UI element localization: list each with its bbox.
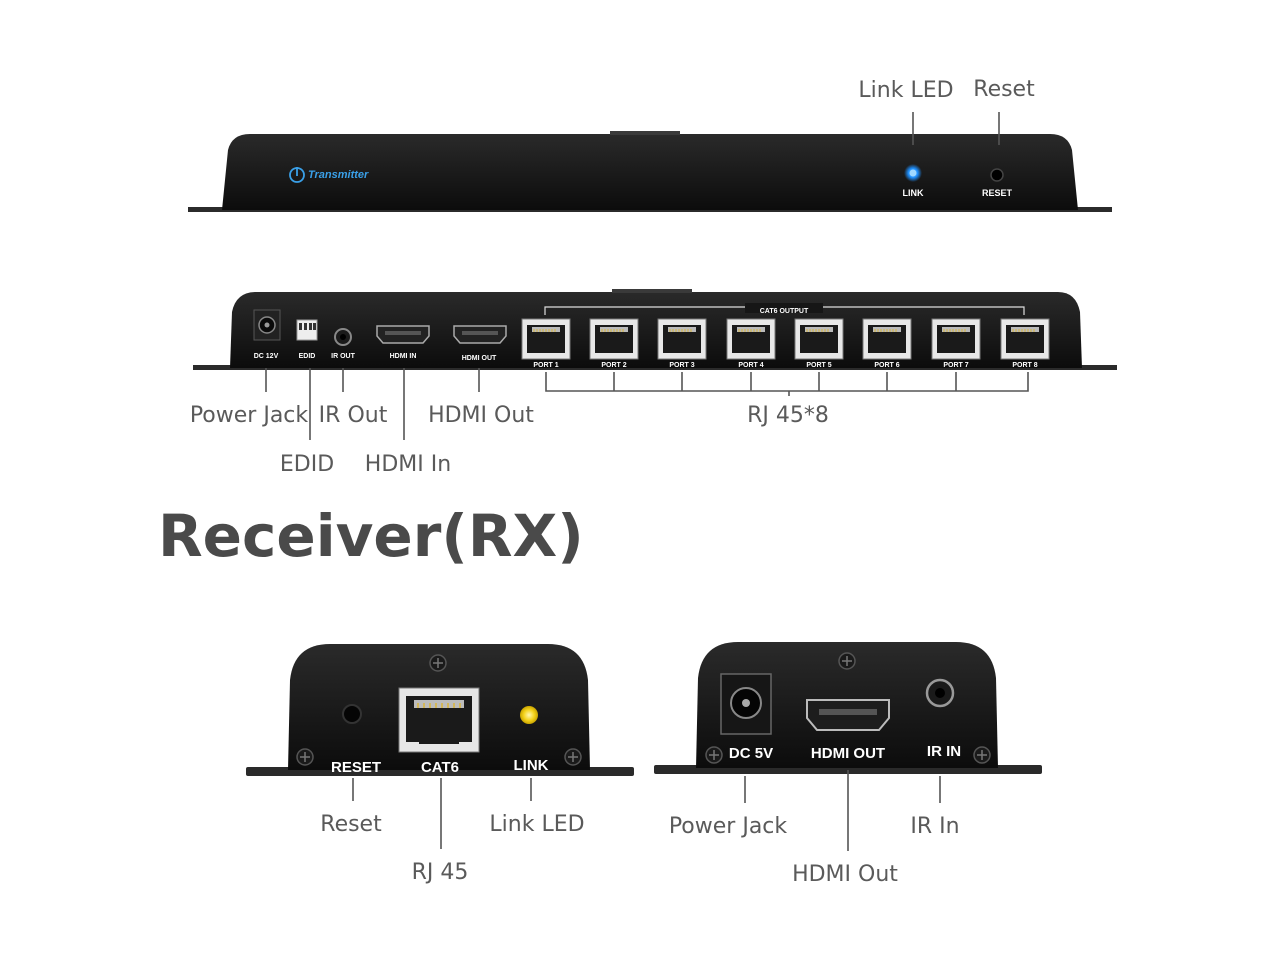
rx-hdmi-out-port <box>806 699 890 731</box>
dc-12v-jack <box>253 309 281 341</box>
callout-rx-reset: Reset <box>320 812 382 837</box>
reset-label: RESET <box>982 188 1013 198</box>
rx-link-led-yellow <box>520 706 538 724</box>
hdmi-in-label: HDMI IN <box>390 353 417 360</box>
rx-dc-5v-label: DC 5V <box>729 745 773 762</box>
port-label-5: PORT 5 <box>806 362 831 369</box>
callout-rx-power-jack: Power Jack <box>669 814 788 839</box>
edid-dip-switch[interactable] <box>296 319 318 341</box>
rx-reset-button[interactable] <box>342 704 362 724</box>
rj45-port-3 <box>657 318 707 360</box>
port-label-2: PORT 2 <box>601 362 626 369</box>
rx-dc-5v-jack <box>720 673 772 735</box>
transmitter-logo: Transmitter <box>289 167 369 183</box>
reset-button[interactable] <box>990 168 1004 182</box>
rj45-port-8 <box>1000 318 1050 360</box>
link-label: LINK <box>903 188 924 198</box>
edid-label: EDID <box>299 353 316 360</box>
hdmi-out-port <box>453 325 507 344</box>
rx-reset-label: RESET <box>331 759 381 776</box>
receiver-front-panel: RESET CAT6 LINK <box>246 644 634 776</box>
rj45-port-7 <box>931 318 981 360</box>
callout-rx-ir-in: IR In <box>910 814 959 839</box>
receiver-back-panel: DC 5V HDMI OUT IR IN <box>654 642 1042 774</box>
callout-rx-hdmi-out: HDMI Out <box>792 862 898 887</box>
port-label-6: PORT 6 <box>874 362 899 369</box>
transmitter-brand-label: Transmitter <box>308 169 369 181</box>
port-label-7: PORT 7 <box>943 362 968 369</box>
dc-12v-label: DC 12V <box>254 353 279 360</box>
callout-link-led: Link LED <box>858 78 953 103</box>
callout-rx-link-led: Link LED <box>489 812 584 837</box>
callout-power-jack: Power Jack <box>190 403 309 428</box>
rx-rj45-port <box>398 687 480 753</box>
hdmi-out-label: HDMI OUT <box>462 355 497 362</box>
rx-ir-in-jack <box>925 678 955 708</box>
port-label-8: PORT 8 <box>1012 362 1037 369</box>
callout-hdmi-out: HDMI Out <box>428 403 534 428</box>
port-label-4: PORT 4 <box>738 362 763 369</box>
transmitter-front-panel: Transmitter LINK RESET <box>188 131 1112 212</box>
ir-out-jack <box>334 328 352 346</box>
port-label-3: PORT 3 <box>669 362 694 369</box>
rx-ir-in-label: IR IN <box>927 743 961 760</box>
hdmi-in-port <box>376 325 430 344</box>
callout-edid: EDID <box>280 452 334 477</box>
rx-hdmi-out-label: HDMI OUT <box>811 745 885 762</box>
rx-link-label: LINK <box>514 757 549 774</box>
callout-ir-out: IR Out <box>319 403 388 428</box>
callout-rx-rj45: RJ 45 <box>412 860 469 885</box>
callout-rj45x8: RJ 45*8 <box>747 403 829 428</box>
rx-cat6-label: CAT6 <box>421 759 459 776</box>
receiver-heading: Receiver(RX) <box>158 502 584 570</box>
callout-hdmi-in: HDMI In <box>365 452 451 477</box>
screw-icon <box>429 654 447 672</box>
rj45-port-1 <box>521 318 571 360</box>
rj45-port-5 <box>794 318 844 360</box>
transmitter-back-panel: DC 12V EDID IR OUT HDMI IN HDMI OUT <box>193 289 1117 370</box>
port-label-1: PORT 1 <box>533 362 558 369</box>
cat6-output-label: CAT6 OUTPUT <box>760 308 809 315</box>
ir-out-label: IR OUT <box>331 353 355 360</box>
rj45-port-2 <box>589 318 639 360</box>
rj45-port-6 <box>862 318 912 360</box>
callout-reset: Reset <box>973 77 1035 102</box>
rj45-port-4 <box>726 318 776 360</box>
